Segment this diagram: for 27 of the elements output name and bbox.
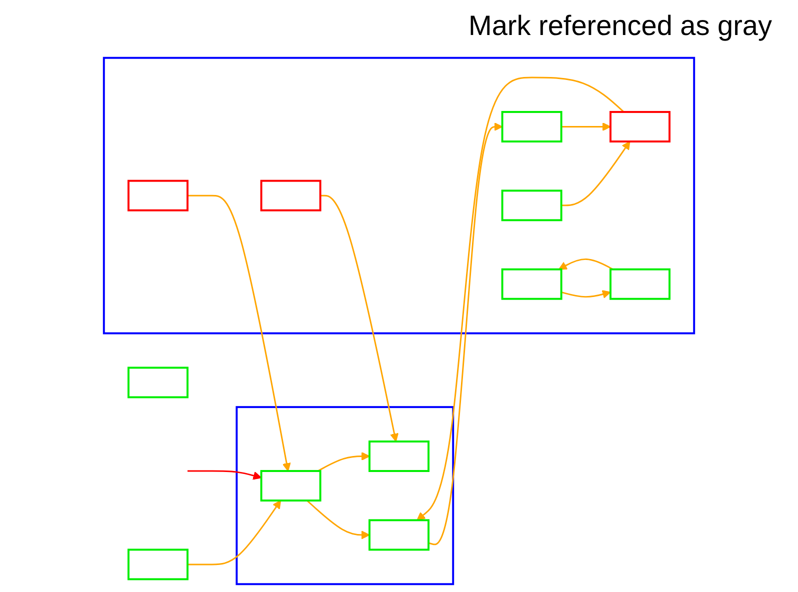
arrow bbox=[188, 194, 291, 472]
node-box bbox=[368, 519, 430, 551]
note-text: Mark referenced as gray bbox=[468, 10, 772, 42]
arrow bbox=[318, 452, 370, 472]
arrow bbox=[320, 194, 399, 442]
arrow bbox=[558, 258, 614, 270]
arrow bbox=[561, 122, 611, 132]
arrow bbox=[428, 122, 503, 545]
arrow bbox=[188, 500, 282, 566]
node-box bbox=[610, 268, 670, 300]
cluster bbox=[236, 406, 454, 586]
node-box bbox=[128, 180, 188, 212]
cluster bbox=[102, 56, 696, 334]
node-box bbox=[501, 268, 562, 300]
arrow bbox=[561, 141, 630, 206]
node-box bbox=[128, 366, 188, 398]
arrow bbox=[306, 500, 370, 540]
node-box bbox=[260, 180, 322, 212]
node-box bbox=[368, 440, 430, 472]
arrow bbox=[561, 290, 611, 298]
node-box bbox=[260, 470, 322, 502]
arrow bbox=[188, 470, 262, 480]
arrow bbox=[416, 76, 624, 521]
node-box bbox=[610, 110, 670, 142]
node-box bbox=[501, 190, 562, 222]
node-box bbox=[128, 548, 188, 580]
node-box bbox=[501, 110, 562, 142]
